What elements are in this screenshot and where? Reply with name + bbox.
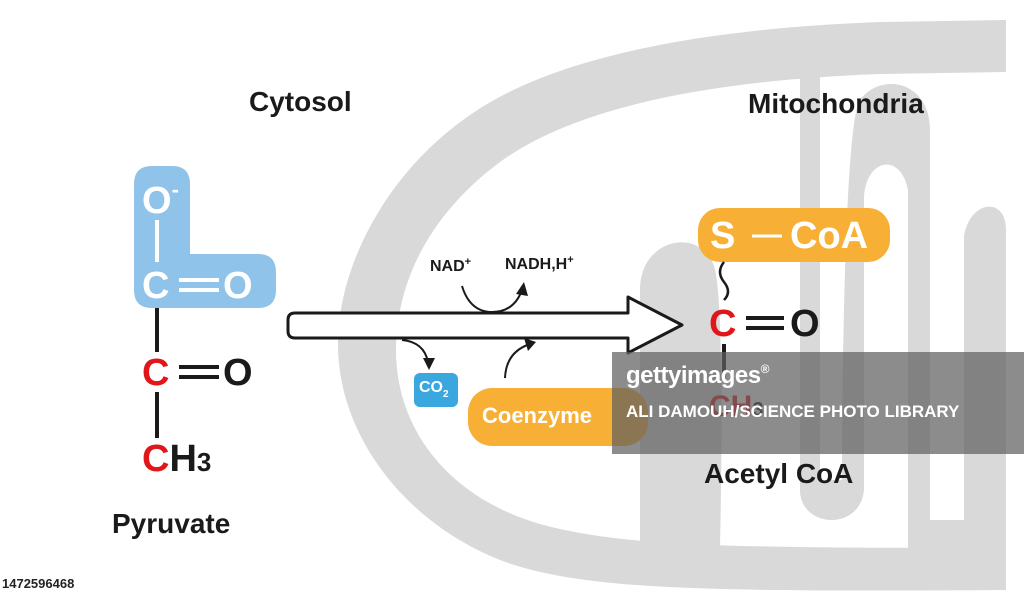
acetyl-coa-group: CoA xyxy=(790,215,869,257)
image-id-footer: 1472596468 xyxy=(0,573,102,595)
acetyl-sulfur: S xyxy=(710,215,736,257)
pyruvate-carbonyl-oxygen: O xyxy=(223,352,253,394)
getty-watermark: gettyimages® ALI DAMOUH/SCIENCE PHOTO LI… xyxy=(612,352,1024,454)
nadh-label: NADH,H+ xyxy=(505,254,574,273)
mitochondria-label: Mitochondria xyxy=(748,88,924,119)
thioester-wavy-bond xyxy=(718,261,730,301)
acetyl-carbonyl-carbon: C xyxy=(709,303,737,345)
coenzyme-arrow-head xyxy=(524,338,536,351)
co2-arrow-head xyxy=(423,358,435,370)
coenzyme-label: Coenzyme xyxy=(482,403,593,428)
getty-logo: gettyimages® xyxy=(626,362,769,389)
nad-plus-label: NAD+ xyxy=(430,256,472,275)
coenzyme-arrow xyxy=(504,343,531,379)
nad-arrow-head xyxy=(516,282,528,296)
pyruvate-carbonyl-carbon: C xyxy=(142,352,170,394)
co2-label: CO2 xyxy=(419,379,449,400)
nad-curved-arrow xyxy=(461,285,523,314)
pyruvate-label: Pyruvate xyxy=(112,508,231,539)
cytosol-label: Cytosol xyxy=(249,86,352,117)
s-coa-pill xyxy=(698,208,890,262)
acetyl-coa-label: Acetyl CoA xyxy=(704,458,854,489)
carboxyl-highlight-shape xyxy=(134,166,276,308)
acetyl-carbonyl-oxygen: O xyxy=(790,303,820,345)
pyruvate-methyl-group: CH3 xyxy=(142,438,212,480)
watermark-credit: ALI DAMOUH/SCIENCE PHOTO LIBRARY xyxy=(626,402,960,421)
main-reaction-arrow xyxy=(286,295,684,355)
pyruvate-carboxyl-carbon: C xyxy=(142,265,170,307)
co2-badge xyxy=(414,373,458,407)
pyruvate-carboxyl-oxygen: O xyxy=(223,265,253,307)
pyruvate-o-minus: O- xyxy=(142,177,179,222)
